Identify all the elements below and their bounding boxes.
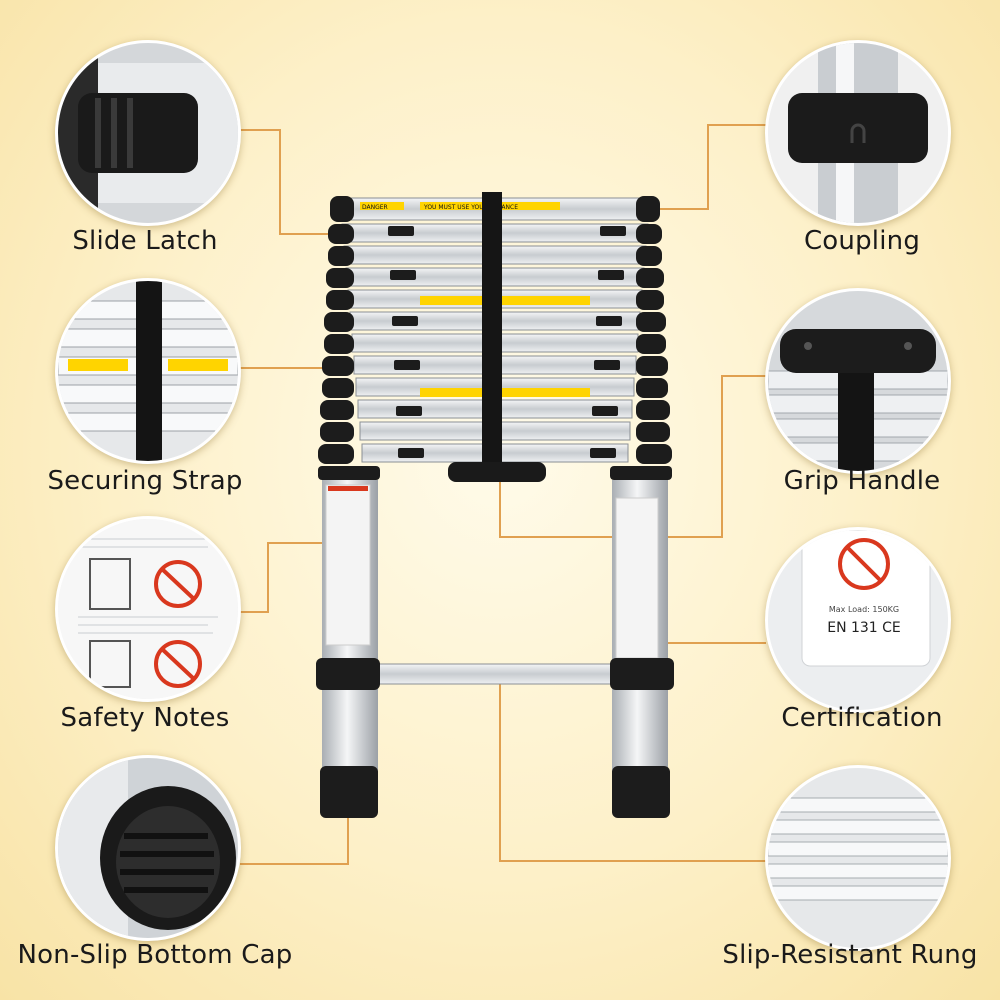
certification-circle: Max Load: 150KG EN 131 CE — [765, 527, 951, 713]
slide-latch-label: Slide Latch — [72, 226, 218, 256]
grip-handle-icon — [768, 291, 948, 471]
bottom-cap-icon — [58, 758, 238, 938]
grip-handle-label: Grip Handle — [783, 466, 941, 496]
safety-notes-icon — [58, 519, 238, 699]
ladder-danger-text: DANGER — [362, 204, 388, 211]
cert-standard: EN 131 CE — [827, 620, 901, 636]
rung-icon — [768, 768, 948, 948]
slide-latch-circle — [55, 40, 241, 226]
securing-strap-circle — [55, 278, 241, 464]
safety-notes-label: Safety Notes — [60, 703, 230, 733]
grip-handle-circle — [765, 288, 951, 474]
bottom-cap-label: Non-Slip Bottom Cap — [17, 940, 293, 970]
ladder-warning-text: YOU MUST USE YOUR BALANCE — [423, 204, 518, 211]
certification-icon: Max Load: 150KG EN 131 CE — [768, 530, 948, 710]
bottom-cap-circle — [55, 755, 241, 941]
rung-label: Slip-Resistant Rung — [722, 940, 978, 970]
safety-notes-circle — [55, 516, 241, 702]
slide-latch-icon — [58, 43, 238, 223]
cert-max-load: Max Load: 150KG — [829, 605, 899, 614]
securing-strap-label: Securing Strap — [47, 466, 243, 496]
coupling-circle — [765, 40, 951, 226]
rung-circle — [765, 765, 951, 951]
coupling-label: Coupling — [803, 226, 921, 256]
strap-icon — [58, 281, 238, 461]
certification-label: Certification — [781, 703, 943, 733]
telescopic-ladder: DANGER YOU MUST USE YOUR BALANCE — [316, 192, 674, 818]
coupling-icon — [768, 43, 948, 223]
